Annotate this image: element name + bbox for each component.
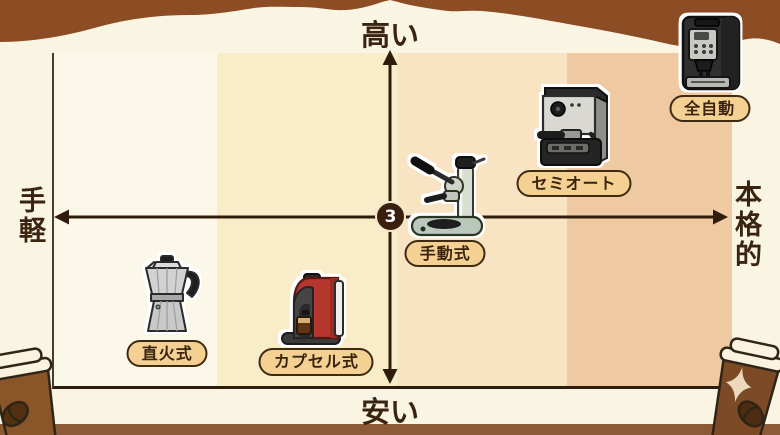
plot-item-lever: 手動式 (402, 154, 488, 268)
item-label-moka-pot: 直火式 (126, 340, 208, 368)
coffee-cup-right-icon (708, 337, 780, 435)
capsule-machine-icon (281, 273, 345, 346)
top-wave-decoration (0, 0, 780, 48)
semi-automatic-espresso-machine-icon (537, 87, 609, 167)
item-label-semiauto: セミオート (516, 170, 632, 198)
bottom-band-decoration (0, 424, 780, 435)
coffee-cup-left-icon (0, 347, 60, 435)
quadrant-band-1 (54, 53, 217, 386)
fully-automatic-espresso-machine-icon (681, 15, 740, 91)
item-label-capsule: カプセル式 (258, 348, 374, 376)
plot-item-moka-pot: 直火式 (126, 254, 208, 368)
plot-item-fullauto: 全自動 (669, 13, 751, 123)
axis-label-authentic: 本格的 (730, 180, 761, 270)
axis-label-high-price: 高い (360, 18, 419, 52)
axis-label-low-price: 安い (360, 395, 419, 429)
axis-label-easy: 手軽 (14, 186, 45, 246)
lever-espresso-machine-icon (410, 156, 486, 237)
item-label-lever: 手動式 (404, 240, 486, 268)
sparkle-icon (725, 367, 752, 403)
item-label-fullauto: 全自動 (669, 95, 751, 123)
plot-item-capsule: カプセル式 (258, 272, 374, 376)
plot-item-semiauto: セミオート (516, 84, 632, 198)
moka-pot-icon (145, 255, 200, 333)
